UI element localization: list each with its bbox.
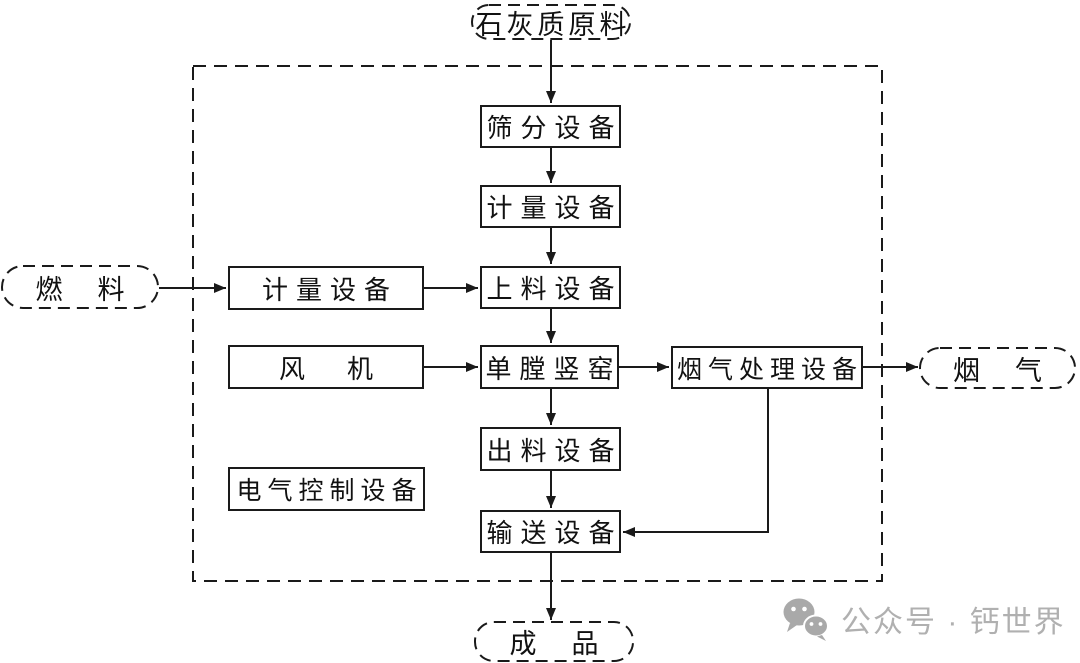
box-fan: 风 机 bbox=[228, 345, 424, 389]
terminal-flue-gas: 烟 气 bbox=[953, 355, 1046, 386]
terminal-raw-material-outline bbox=[471, 4, 631, 40]
box-flue-gas-treatment-equipment: 烟气处理设备 bbox=[671, 346, 863, 389]
box-metering-equipment-fuel: 计量设备 bbox=[228, 266, 424, 310]
box-electrical-control-equipment: 电气控制设备 bbox=[228, 467, 425, 511]
box-discharge-equipment: 出料设备 bbox=[480, 427, 621, 471]
box-conveying-equipment: 输送设备 bbox=[480, 510, 621, 553]
box-single-chamber-shaft-kiln: 单膛竖窑 bbox=[480, 345, 619, 389]
terminal-product: 成 品 bbox=[509, 629, 603, 659]
box-feeding-equipment: 上料设备 bbox=[480, 266, 621, 309]
watermark: 公众号 · 钙世界 bbox=[781, 597, 1066, 641]
watermark-text: 公众号 · 钙世界 bbox=[841, 606, 1066, 639]
terminal-flue-gas-outline bbox=[919, 347, 1076, 389]
terminal-raw-material: 石灰质原料 bbox=[475, 9, 631, 40]
system-boundary bbox=[192, 65, 883, 582]
box-metering-equipment-top: 计量设备 bbox=[480, 185, 621, 228]
box-screening-equipment: 筛分设备 bbox=[480, 105, 621, 148]
terminal-product-outline bbox=[474, 621, 634, 662]
wechat-icon bbox=[783, 598, 829, 641]
terminal-fuel: 燃 料 bbox=[35, 274, 129, 305]
terminal-fuel-outline bbox=[1, 265, 159, 309]
edge-fluetreat-to-conveying bbox=[623, 389, 769, 537]
